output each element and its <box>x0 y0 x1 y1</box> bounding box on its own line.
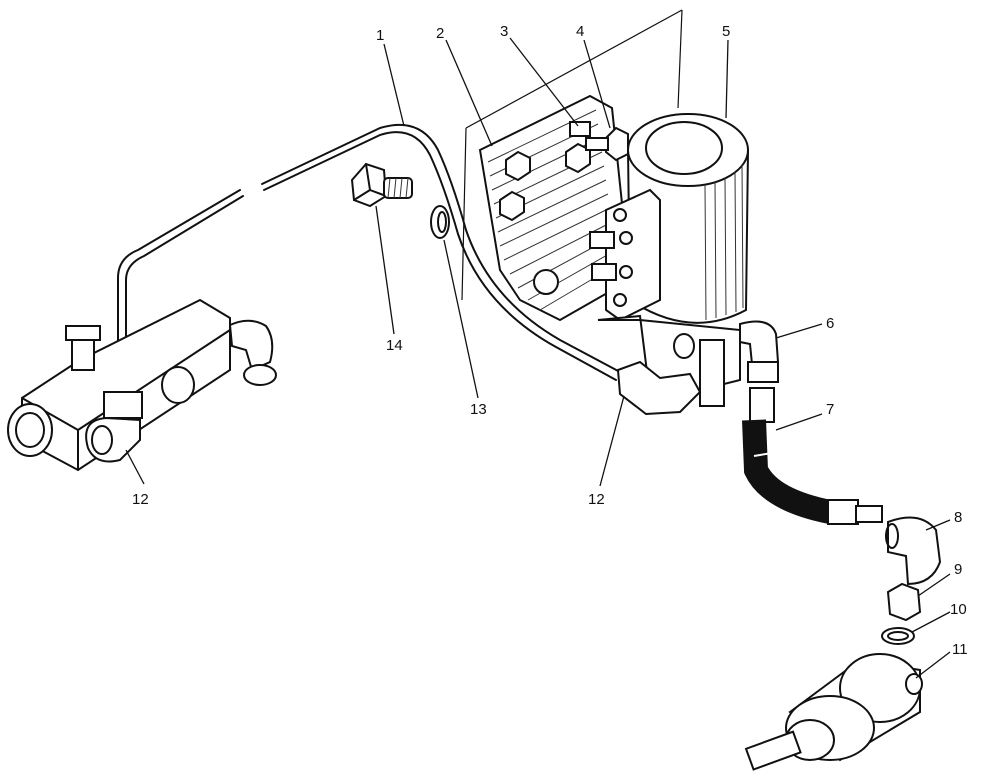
part-4-bolt <box>585 126 629 162</box>
callout-12-center: 12 <box>588 491 605 508</box>
part-1-pipe <box>117 123 621 381</box>
mounting-wall <box>461 9 683 301</box>
part-11-end-cylinder <box>744 653 923 771</box>
callout-3: 3 <box>500 23 508 40</box>
part-7-hose <box>742 387 883 525</box>
callout-labels: 1 2 3 4 5 6 7 8 9 10 11 12 12 13 14 <box>132 23 968 658</box>
part-3-bolt <box>569 121 591 137</box>
callout-1: 1 <box>376 27 384 44</box>
part-12-left-valve-block <box>7 298 277 472</box>
callout-7: 7 <box>826 401 834 418</box>
callout-8: 8 <box>954 509 962 526</box>
callout-2: 2 <box>436 25 444 42</box>
callout-10: 10 <box>950 601 967 618</box>
part-14-bolt <box>350 162 413 208</box>
part-12-center-fitting <box>616 360 702 416</box>
part-8-elbow-fitting <box>885 516 942 586</box>
callout-6: 6 <box>826 315 834 332</box>
part-6-elbow <box>739 320 780 383</box>
callout-4: 4 <box>576 23 584 40</box>
callout-9: 9 <box>954 561 962 578</box>
callout-11: 11 <box>952 641 968 658</box>
callout-14: 14 <box>386 337 403 354</box>
leader-lines <box>125 37 951 679</box>
callout-5: 5 <box>722 23 730 40</box>
part-9-nut <box>886 582 922 622</box>
part-13-washer <box>430 205 450 239</box>
part-10-ring <box>881 627 915 645</box>
part-5-pump-cylinder <box>589 113 750 407</box>
callout-13: 13 <box>470 401 487 418</box>
callout-12-left: 12 <box>132 491 149 508</box>
